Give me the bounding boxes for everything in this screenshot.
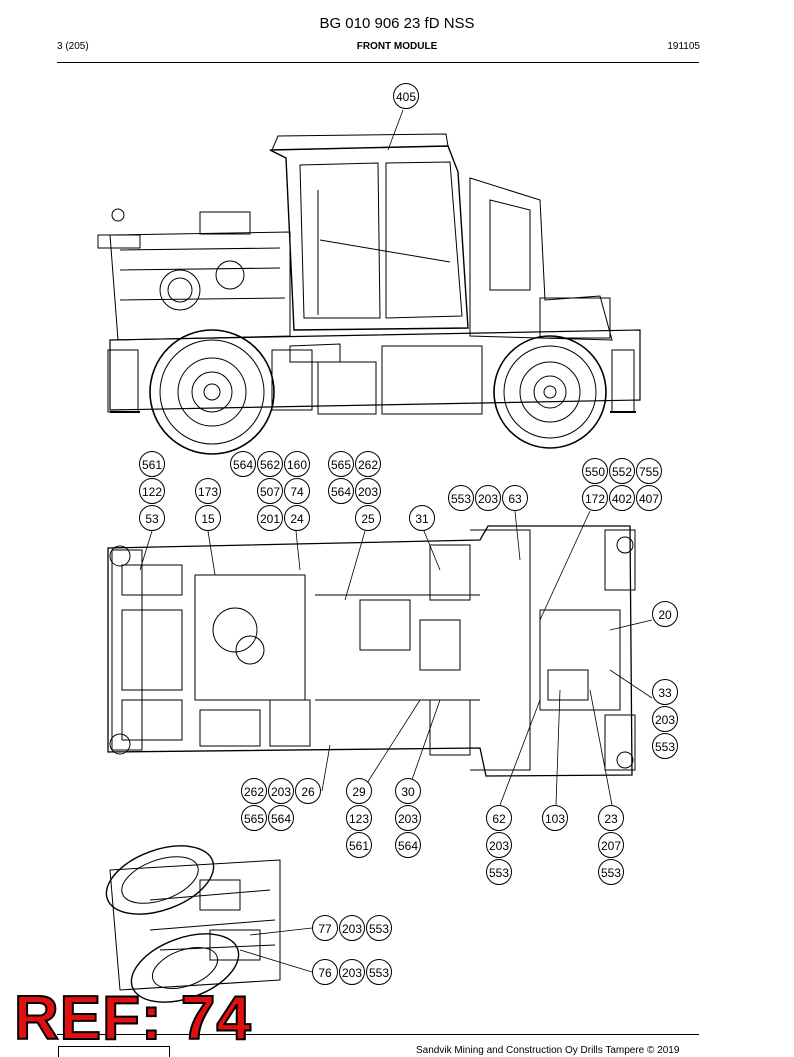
copyright-text: Sandvik Mining and Construction Oy Drill… (416, 1045, 680, 1056)
callout: 63 (502, 485, 528, 511)
callout: 564 (328, 478, 354, 504)
callout: 172 (582, 485, 608, 511)
callout: 74 (284, 478, 310, 504)
company-logo (58, 1046, 170, 1057)
callout: 553 (448, 485, 474, 511)
callout: 123 (346, 805, 372, 831)
callout: 564 (395, 832, 421, 858)
callout: 203 (355, 478, 381, 504)
callout: 207 (598, 832, 624, 858)
callout: 561 (346, 832, 372, 858)
callout: 26 (295, 778, 321, 804)
callout: 553 (598, 859, 624, 885)
callout: 29 (346, 778, 372, 804)
callout: 203 (268, 778, 294, 804)
page-number: 3 (205) (57, 41, 89, 52)
callout: 103 (542, 805, 568, 831)
callout: 203 (395, 805, 421, 831)
callout: 173 (195, 478, 221, 504)
callout: 203 (486, 832, 512, 858)
top-view (107, 525, 636, 777)
callout: 203 (339, 915, 365, 941)
callout: 561 (139, 451, 165, 477)
callout: 262 (355, 451, 381, 477)
callout: 203 (339, 959, 365, 985)
callout: 552 (609, 458, 635, 484)
callout: 553 (486, 859, 512, 885)
callout: 160 (284, 451, 310, 477)
callout: 565 (241, 805, 267, 831)
callout: 507 (257, 478, 283, 504)
callout: 53 (139, 505, 165, 531)
callout: 755 (636, 458, 662, 484)
callout: 76 (312, 959, 338, 985)
callout: 203 (475, 485, 501, 511)
callout: 62 (486, 805, 512, 831)
callout: 201 (257, 505, 283, 531)
callout: 550 (582, 458, 608, 484)
reference-stamp: REF: 74 (13, 983, 252, 1054)
date-code: 191105 (667, 41, 700, 52)
callout: 24 (284, 505, 310, 531)
callout: 15 (195, 505, 221, 531)
callout: 553 (366, 959, 392, 985)
callout: 33 (652, 679, 678, 705)
callout: 553 (366, 915, 392, 941)
footer-rule (57, 1034, 699, 1035)
callout: 203 (652, 706, 678, 732)
callout: 23 (598, 805, 624, 831)
callout: 564 (268, 805, 294, 831)
callout: 562 (257, 451, 283, 477)
callout: 31 (409, 505, 435, 531)
document-id: BG 010 906 23 fD NSS (319, 15, 475, 32)
callout: 30 (395, 778, 421, 804)
callout: 553 (652, 733, 678, 759)
callout: 77 (312, 915, 338, 941)
section-title: FRONT MODULE (356, 41, 438, 52)
callout: 407 (636, 485, 662, 511)
callout: 262 (241, 778, 267, 804)
detail-view (105, 845, 281, 1003)
callout: 20 (652, 601, 678, 627)
leader-lines (139, 109, 653, 973)
callout: 565 (328, 451, 354, 477)
callout: 405 (393, 83, 419, 109)
header-rule (57, 62, 699, 63)
callout: 402 (609, 485, 635, 511)
callout: 122 (139, 478, 165, 504)
side-view (97, 133, 641, 455)
callout: 564 (230, 451, 256, 477)
callout: 25 (355, 505, 381, 531)
